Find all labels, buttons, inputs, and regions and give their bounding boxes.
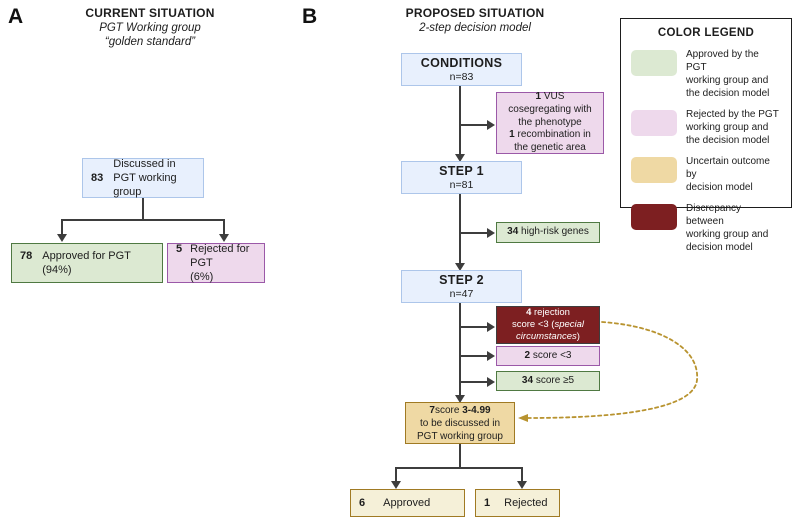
node-excluded-line4: 1 recombination in <box>509 129 591 141</box>
panel-b-letter: B <box>302 5 318 28</box>
node-final-rejected[interactable]: 1 Rejected <box>475 489 560 517</box>
legend-text-rejected: Rejected by the PGT working group and th… <box>686 109 779 146</box>
node-rejection-line2: score <3 (special <box>511 319 585 331</box>
connector-final-right <box>521 467 523 483</box>
arrowhead-step1 <box>455 154 465 162</box>
legend-item-approved: Approved by the PGT working group and th… <box>631 48 781 100</box>
arrowhead-score-lt3 <box>487 351 495 361</box>
legend-swatch-tan <box>631 157 677 183</box>
node-final-rejected-label: Rejected <box>504 496 548 509</box>
arrowhead-rejection <box>487 322 495 332</box>
panel-a-subtitle-line2: “golden standard” <box>104 35 196 48</box>
connector-step1-step2 <box>459 194 461 269</box>
panel-a-title: CURRENT SITUATION <box>85 6 215 20</box>
legend-swatch-green <box>631 50 677 76</box>
node-rejected-for-pgt[interactable]: 5 Rejected for PGT (6%) <box>167 243 265 283</box>
arrowhead-excluded <box>487 120 495 130</box>
panel-a-letter: A <box>8 5 24 28</box>
legend-text-uncertain: Uncertain outcome by decision model <box>686 156 770 193</box>
node-discuss-line2: to be discussed in <box>419 417 501 429</box>
node-approved-for-pgt[interactable]: 78 Approved for PGT (94%) <box>11 243 163 283</box>
node-score-ge5-text: 34 score ≥5 <box>521 374 575 386</box>
node-rejected-percent: (6%) <box>190 271 214 284</box>
node-final-approved-count: 6 <box>359 496 366 509</box>
node-discuss-in-working-group[interactable]: 7score 3-4.99 to be discussed in PGT wor… <box>405 402 515 444</box>
connector-a-trunk <box>142 198 144 221</box>
node-excluded-line3: the phenotype <box>518 116 582 128</box>
arrowhead-discuss <box>455 395 465 403</box>
panel-b-title: PROPOSED SITUATION <box>405 6 545 20</box>
node-rejection-line1: 4 rejection <box>526 307 570 319</box>
node-excluded-line2: cosegregating with <box>508 103 592 115</box>
node-excluded-line1: 1 VUS <box>535 91 565 103</box>
node-score-ge5[interactable]: 34 score ≥5 <box>496 371 600 391</box>
node-discussed-in-pgt[interactable]: 83 Discussed in PGT working group <box>82 158 204 198</box>
node-discussed-count: 83 <box>91 171 104 184</box>
connector-discuss-trunk <box>459 444 461 469</box>
panel-b-header: PROPOSED SITUATION 2-step decision model <box>360 6 590 35</box>
connector-final-split <box>396 467 523 469</box>
legend-swatch-pink <box>631 110 677 136</box>
connector-a-left <box>61 219 63 236</box>
node-step1[interactable]: STEP 1 n=81 <box>401 161 522 194</box>
node-conditions[interactable]: CONDITIONS n=83 <box>401 53 522 86</box>
node-excluded-line5: the genetic area <box>514 142 586 154</box>
connector-step2-score-ge5 <box>460 381 488 383</box>
node-step2[interactable]: STEP 2 n=47 <box>401 270 522 303</box>
connector-step2-discuss <box>459 303 461 401</box>
connector-step2-score-lt3 <box>460 355 488 357</box>
panel-b-subtitle: 2-step decision model <box>419 21 531 34</box>
node-discuss-line1: 7score 3-4.99 <box>429 404 491 416</box>
connector-a-split <box>62 219 224 221</box>
node-step1-title: STEP 1 <box>439 163 484 178</box>
legend-text-discrepancy: Discrepancy between working group and de… <box>686 203 769 253</box>
node-step2-count: n=47 <box>449 287 474 300</box>
connector-a-right <box>223 219 225 236</box>
node-final-approved[interactable]: 6 Approved <box>350 489 465 517</box>
node-approved-label: Approved for PGT <box>42 249 131 262</box>
legend-title: COLOR LEGEND <box>657 27 755 39</box>
legend-item-rejected: Rejected by the PGT working group and th… <box>631 108 781 147</box>
arrowhead-score-ge5 <box>487 377 495 387</box>
node-step1-count: n=81 <box>449 178 474 191</box>
connector-conditions-excluded <box>460 124 488 126</box>
connector-step2-rejection <box>460 326 488 328</box>
legend-swatch-dark-red <box>631 204 677 230</box>
panel-a-header: CURRENT SITUATION PGT Working group “gol… <box>55 6 245 49</box>
node-excluded-vus[interactable]: 1 VUS cosegregating with the phenotype 1… <box>496 91 604 154</box>
arrowhead-final-rejected <box>517 481 527 489</box>
arrowhead-final-approved <box>391 481 401 489</box>
node-score-lt3[interactable]: 2 score <3 <box>496 346 600 366</box>
arrowhead-step2 <box>455 263 465 271</box>
arrowhead-a-right <box>219 234 229 242</box>
node-final-approved-label: Approved <box>383 496 431 509</box>
node-rejected-count: 5 <box>176 242 183 255</box>
node-rejected-label: Rejected for PGT <box>190 242 250 269</box>
node-rejection-line3: circumstances) <box>516 330 580 342</box>
node-approved-count: 78 <box>20 249 33 262</box>
color-legend: COLOR LEGEND Approved by the PGT working… <box>620 18 792 253</box>
arrowhead-highrisk <box>487 228 495 238</box>
legend-text-approved: Approved by the PGT working group and th… <box>686 49 770 99</box>
node-conditions-title: CONDITIONS <box>420 55 503 70</box>
panel-a-subtitle-line1: PGT Working group <box>99 21 201 34</box>
connector-step1-highrisk <box>460 232 488 234</box>
connector-final-left <box>395 467 397 483</box>
node-conditions-count: n=83 <box>449 70 474 83</box>
connector-conditions-step1 <box>459 86 461 160</box>
node-rejection-special[interactable]: 4 rejection score <3 (special circumstan… <box>496 306 600 344</box>
node-high-risk-text: 34 high-risk genes <box>507 226 589 238</box>
node-final-rejected-count: 1 <box>484 496 491 509</box>
node-step2-title: STEP 2 <box>439 272 484 287</box>
node-approved-percent: (94%) <box>42 264 72 276</box>
node-high-risk-genes[interactable]: 34 high-risk genes <box>496 222 600 243</box>
legend-item-uncertain: Uncertain outcome by decision model <box>631 155 781 194</box>
node-discussed-label: Discussed in PGT working group <box>113 157 177 199</box>
node-discuss-line3: PGT working group <box>417 430 503 442</box>
arrowhead-a-left <box>57 234 67 242</box>
dotted-feedback-arrowhead <box>518 414 528 422</box>
legend-item-discrepancy: Discrepancy between working group and de… <box>631 202 781 254</box>
node-score-lt3-text: 2 score <3 <box>524 349 572 361</box>
